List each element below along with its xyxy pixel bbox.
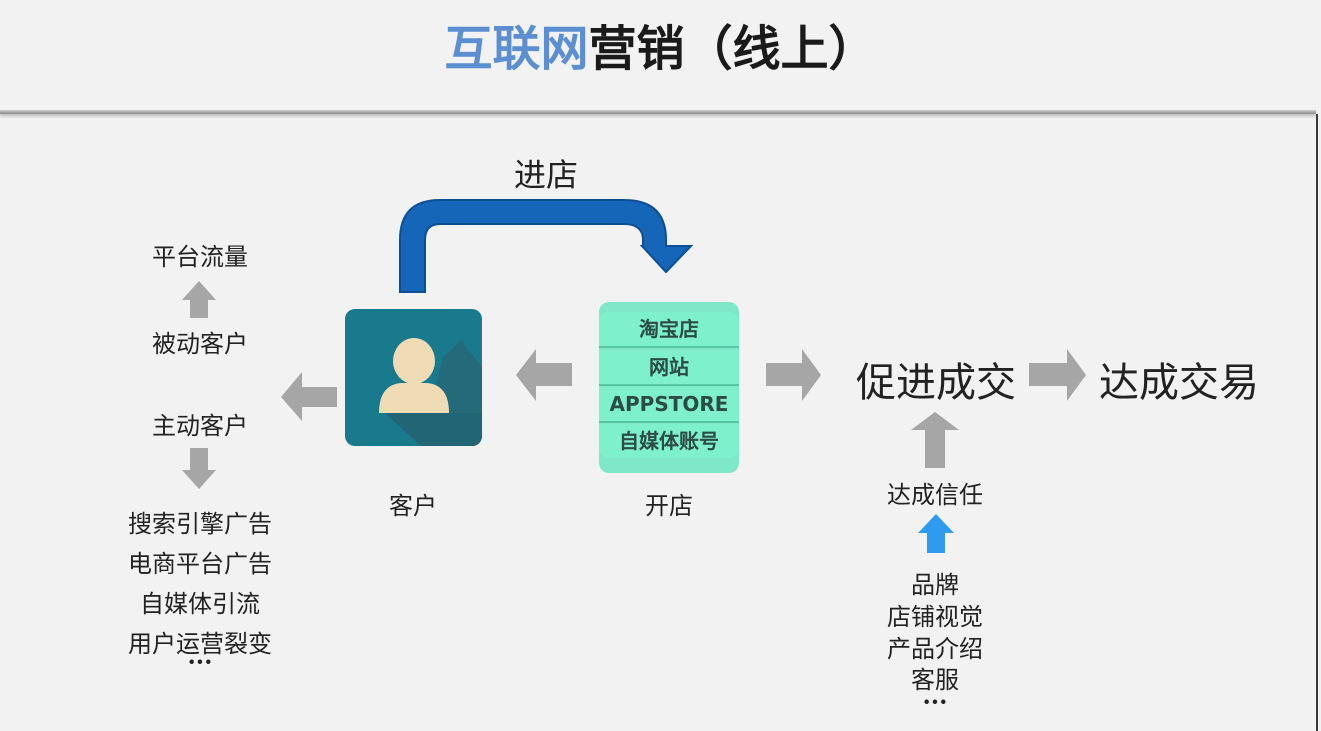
channel-item: 搜索引擎广告 — [128, 510, 272, 538]
open-store-label: 开店 — [645, 492, 693, 520]
trust-ellipsis: ··· — [922, 687, 948, 716]
achieve-deal-label: 达成交易 — [1099, 360, 1259, 406]
store-item: 自媒体账号 — [599, 424, 739, 458]
store-item: 网站 — [599, 350, 739, 386]
left-arrow-store — [516, 349, 572, 401]
right-edge-line — [1316, 114, 1318, 731]
right-arrow-promote — [1029, 349, 1086, 401]
down-arrow-active — [182, 448, 216, 489]
person-icon — [379, 338, 482, 446]
up-arrow-trust — [911, 412, 959, 468]
passive-customer-label: 被动客户 — [152, 330, 248, 358]
platform-traffic-label: 平台流量 — [152, 243, 248, 271]
promote-deal-label: 促进成交 — [856, 360, 1016, 406]
trust-factor: 客服 — [911, 666, 959, 694]
channel-item: 电商平台广告 — [128, 550, 272, 578]
active-customer-label: 主动客户 — [152, 412, 248, 440]
title-rest: 营销（线上） — [588, 21, 877, 77]
left-arrow-avatar — [281, 372, 337, 421]
store-stack: 淘宝店 网站 APPSTORE 自媒体账号 — [599, 302, 739, 473]
trust-factor: 产品介绍 — [887, 635, 983, 663]
up-arrow-factors — [918, 514, 954, 553]
customer-avatar-card — [345, 309, 482, 446]
curved-arrow-enter-store — [399, 199, 694, 293]
store-item: APPSTORE — [599, 387, 739, 423]
trust-label: 达成信任 — [887, 481, 983, 509]
channel-item: 用户运营裂变 — [128, 630, 272, 658]
trust-factor: 店铺视觉 — [887, 603, 983, 631]
up-arrow-passive — [182, 281, 216, 318]
store-item: 淘宝店 — [599, 312, 739, 348]
title-highlight: 互联网 — [444, 21, 589, 77]
page-title: 互联网营销（线上） — [0, 14, 1321, 84]
channel-item: 自媒体引流 — [140, 590, 260, 618]
title-divider — [0, 110, 1316, 114]
right-arrow-store — [766, 349, 821, 401]
channel-ellipsis: ··· — [187, 647, 213, 676]
trust-factor: 品牌 — [911, 571, 959, 599]
customer-label: 客户 — [389, 492, 437, 520]
enter-store-label: 进店 — [513, 156, 578, 194]
